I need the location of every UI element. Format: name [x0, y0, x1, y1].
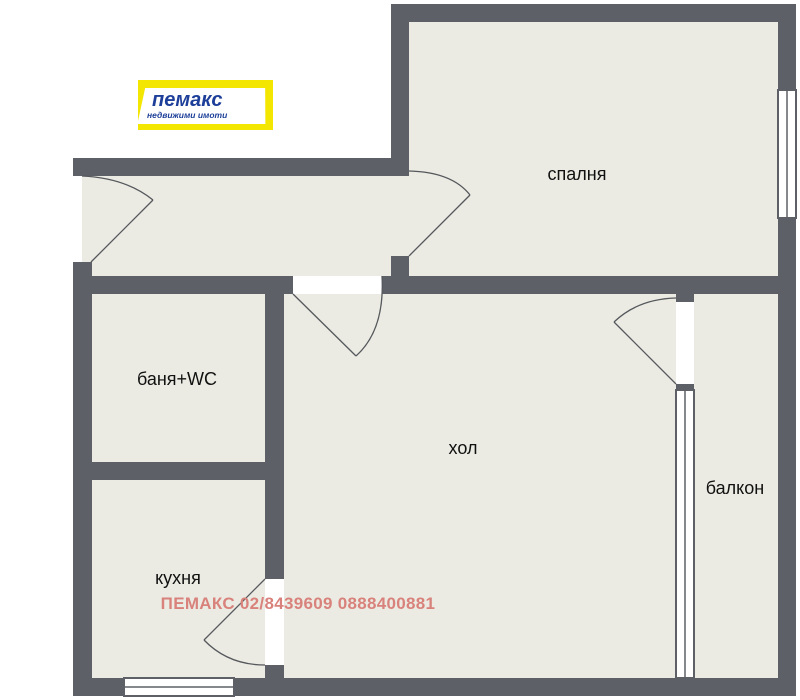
left-outer-wall	[73, 262, 92, 696]
kitchen-floor	[92, 480, 265, 678]
logo-brand: пемакс	[152, 89, 223, 111]
floor-areas	[82, 22, 779, 678]
bedroom-door	[408, 170, 471, 257]
left-wall-stub-top	[73, 158, 82, 176]
bathroom-floor	[92, 294, 265, 462]
kitchen-door-jamb	[265, 665, 284, 678]
bedroom-floor	[409, 22, 779, 276]
room-label-bedroom: спалня	[548, 164, 607, 184]
corridor-top-wall	[73, 158, 409, 176]
doors	[81, 170, 677, 666]
corridor-bottom-wall-left	[73, 276, 293, 294]
bedroom-left-wall	[391, 4, 409, 171]
bedroom-door-jamb	[391, 256, 409, 276]
balcony-door-jamb	[676, 384, 694, 390]
logo-white-band	[137, 88, 266, 124]
room-label-bathroom: баня+WC	[137, 369, 217, 389]
balcony-window	[675, 389, 695, 679]
bedroom-window	[777, 89, 797, 219]
logo-tagline: недвижими имоти	[147, 110, 228, 120]
corridor-floor	[82, 176, 410, 276]
hall-floor	[284, 294, 676, 678]
room-label-kitchen: кухня	[155, 568, 201, 588]
bath-hall-wall	[265, 276, 284, 579]
hall-door	[292, 275, 383, 357]
bottom-outer-wall	[73, 678, 796, 696]
room-label-balcony: балкон	[706, 478, 764, 498]
corridor-bottom-wall-right	[382, 276, 796, 294]
balcony-wall-top-jamb	[676, 294, 694, 302]
kitchen-window	[123, 677, 235, 697]
entrance-door	[81, 175, 154, 263]
balcony-door	[613, 297, 677, 385]
bath-kitchen-wall	[92, 462, 265, 480]
bedroom-top-wall	[391, 4, 796, 22]
balcony-floor	[694, 294, 779, 678]
contact-watermark: ПЕМАКС 02/8439609 0888400881	[161, 594, 436, 613]
company-logo: пемакс недвижими имоти	[137, 80, 273, 130]
room-label-hall: хол	[449, 438, 478, 458]
kitchen-door	[203, 578, 266, 666]
